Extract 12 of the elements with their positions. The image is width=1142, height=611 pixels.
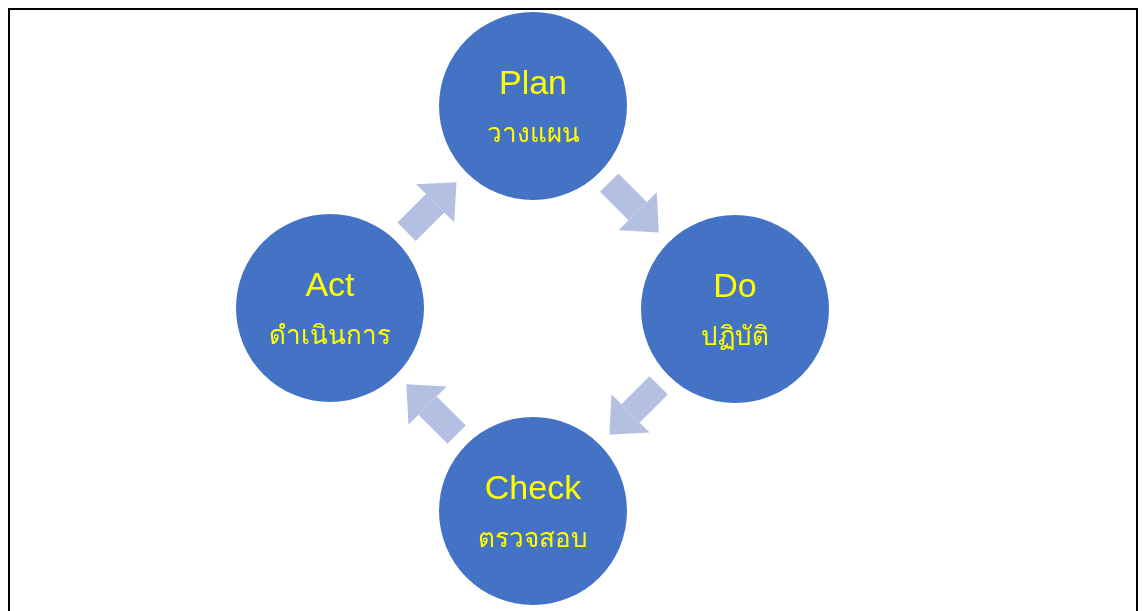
stage-title: Do xyxy=(713,265,757,305)
stage-subtitle: ปฏิบัติ xyxy=(701,320,769,353)
stage-subtitle: ดำเนินการ xyxy=(269,319,391,352)
arrow xyxy=(609,376,668,435)
arrow xyxy=(599,173,659,233)
arrow xyxy=(406,384,466,444)
stage-title: Act xyxy=(305,264,355,304)
stage-subtitle: วางแผน xyxy=(486,117,580,150)
stage-title: Plan xyxy=(498,62,568,102)
stage-title: Check xyxy=(484,467,582,507)
arrow xyxy=(397,182,457,242)
stage-subtitle: ตรวจสอบ xyxy=(478,522,588,555)
